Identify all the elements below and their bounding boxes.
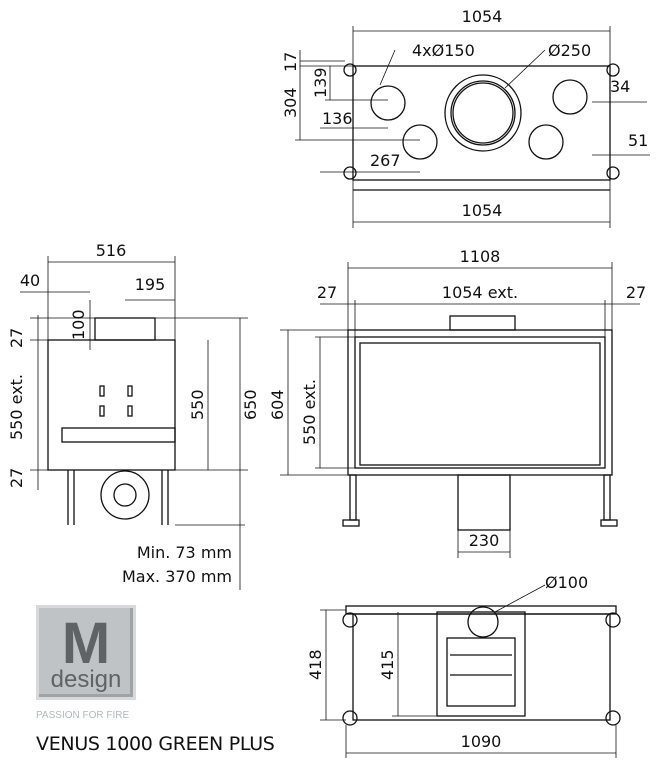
dim-holes: 4xØ150 [412, 41, 475, 60]
dim-516: 516 [96, 241, 127, 260]
dim-230: 230 [469, 531, 500, 550]
leg-max: Max. 370 mm [122, 567, 232, 586]
dim-650: 650 [241, 389, 260, 420]
dim-195: 195 [135, 275, 166, 294]
dim-604: 604 [268, 389, 287, 420]
dim-304: 304 [281, 87, 300, 118]
dim-34: 34 [610, 77, 630, 96]
model-name: VENUS 1000 GREEN PLUS [36, 733, 275, 755]
top-view: 1054 1054 4xØ150 Ø250 34 51 136 267 17 1… [281, 7, 650, 228]
dim-100: 100 [69, 309, 88, 340]
dim-17: 17 [281, 52, 300, 72]
dim-27-bottom: 27 [7, 468, 26, 488]
leg-min: Min. 73 mm [137, 543, 232, 562]
dim-100-flue: Ø100 [545, 573, 588, 592]
dim-415: 415 [378, 649, 397, 680]
dim-1090: 1090 [461, 732, 502, 751]
dim-550-ext-front: 550 ext. [300, 379, 319, 445]
dim-27-right: 27 [626, 283, 646, 302]
dim-top-width-bottom: 1054 [462, 201, 503, 220]
dim-267: 267 [370, 151, 401, 170]
logo-letter: M [61, 611, 111, 676]
dim-51: 51 [628, 131, 648, 150]
dim-27-left: 27 [317, 283, 337, 302]
dim-1054-ext: 1054 ext. [442, 283, 518, 302]
dim-136: 136 [322, 109, 353, 128]
dim-550-ext: 550 ext. [7, 374, 26, 440]
dim-top-width: 1054 [462, 7, 503, 26]
dim-flue-250: Ø250 [548, 41, 591, 60]
bottom-view: Ø100 418 415 1090 [306, 573, 621, 758]
logo-word: design [50, 666, 122, 693]
side-view: 516 40 195 100 27 550 ext. 27 550 650 Mi… [7, 241, 260, 590]
dim-27-top: 27 [7, 328, 26, 348]
dim-1108: 1108 [460, 247, 501, 266]
dim-40: 40 [20, 271, 40, 290]
tagline: PASSION FOR FIRE [36, 710, 130, 721]
dim-550: 550 [188, 389, 207, 420]
dim-418: 418 [306, 649, 325, 680]
front-view: 1108 27 1054 ext. 27 604 550 ext. 230 [268, 247, 646, 558]
mdesign-logo: M design [36, 605, 136, 700]
dim-139: 139 [311, 67, 330, 98]
